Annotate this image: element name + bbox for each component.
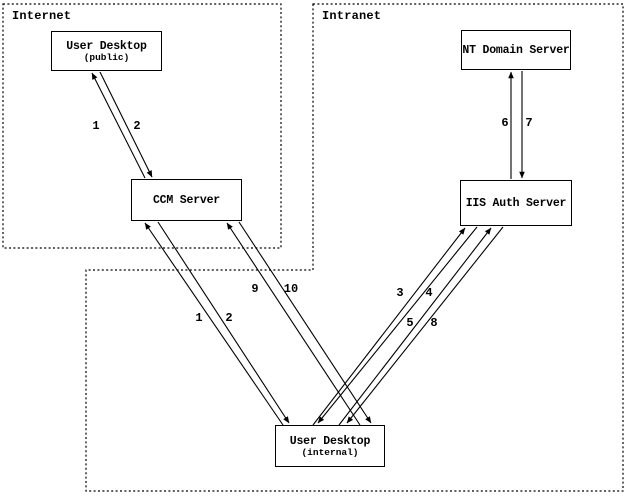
arrow-number-label-5: 5 xyxy=(406,316,414,330)
node-title: NT Domain Server xyxy=(462,43,570,57)
arrow-step-1 xyxy=(91,72,146,179)
region-outline-internet xyxy=(2,3,282,249)
node-user-desktop-public: User Desktop (public) xyxy=(51,31,162,71)
arrow-number-label-1: 1 xyxy=(195,311,203,325)
arrow-step-8 xyxy=(346,226,504,424)
arrow-number-label-3: 3 xyxy=(396,286,404,300)
node-title: IIS Auth Server xyxy=(465,196,567,210)
node-user-desktop-internal: User Desktop (internal) xyxy=(275,425,385,467)
arrow-step-4 xyxy=(317,226,478,424)
arrow-number-label-9: 9 xyxy=(251,282,259,296)
arrow-step-2 xyxy=(157,221,290,424)
arrow-number-label-4: 4 xyxy=(425,286,433,300)
arrow-number-label-10: 10 xyxy=(283,282,299,296)
region-label-intranet: Intranet xyxy=(322,9,382,23)
arrow-number-label-7: 7 xyxy=(525,116,533,130)
arrow-step-5 xyxy=(338,227,492,426)
region-label-internet: Internet xyxy=(12,9,72,23)
arrow-number-label-2: 2 xyxy=(133,119,141,133)
node-subtitle: (public) xyxy=(83,51,130,63)
node-nt-domain-server: NT Domain Server xyxy=(461,30,571,70)
arrow-number-label-2: 2 xyxy=(225,311,233,325)
arrow-number-label-1: 1 xyxy=(92,119,100,133)
node-subtitle: (internal) xyxy=(301,446,359,458)
node-title: CCM Server xyxy=(152,193,220,207)
arrow-step-9 xyxy=(226,222,361,426)
node-iis-auth-server: IIS Auth Server xyxy=(460,180,572,226)
node-title: User Desktop xyxy=(66,39,147,53)
node-ccm-server: CCM Server xyxy=(131,179,242,221)
arrow-number-label-8: 8 xyxy=(430,316,438,330)
arrow-number-label-6: 6 xyxy=(501,116,509,130)
arrow-step-2 xyxy=(99,71,153,178)
arrow-step-3 xyxy=(312,227,466,426)
arrow-step-1 xyxy=(144,222,284,426)
region-outline-intranet xyxy=(85,3,624,492)
arrow-step-10 xyxy=(238,221,372,424)
node-title: User Desktop xyxy=(289,434,371,448)
